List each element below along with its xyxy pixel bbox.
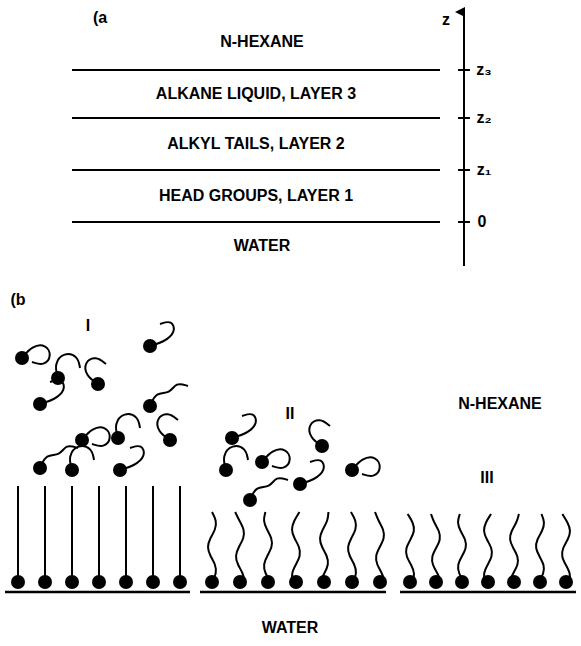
head-group (533, 575, 547, 589)
head-group (429, 575, 443, 589)
alkyl-tail (179, 486, 181, 582)
head-group (345, 463, 359, 477)
layer-label: HEAD GROUPS, LAYER 1 (157, 187, 355, 205)
alkyl-tail (44, 486, 46, 582)
water-surface (400, 591, 576, 594)
head-group (373, 575, 387, 589)
layer-band: ALKANE LIQUID, LAYER 3 (72, 70, 440, 118)
alkyl-tail (458, 514, 466, 582)
head-group (15, 351, 29, 365)
alkyl-tail (562, 514, 570, 582)
head-group (559, 575, 573, 589)
phase-label: N-HEXANE (220, 33, 304, 51)
alkyl-tail (264, 512, 272, 582)
alkyl-tail (235, 512, 245, 582)
head-group (345, 575, 359, 589)
tick-label: 0 (478, 213, 487, 231)
state-label: III (480, 469, 493, 487)
alkyl-tail (98, 486, 100, 582)
head-group (261, 575, 275, 589)
head-group (481, 575, 495, 589)
head-group (173, 575, 187, 589)
alkyl-tail (375, 512, 385, 582)
head-group (92, 575, 106, 589)
layer-label: ALKANE LIQUID, LAYER 3 (154, 85, 358, 103)
head-group (33, 397, 47, 411)
axis-tick (458, 221, 470, 223)
tick-label: z₃ (476, 61, 491, 79)
head-group (403, 575, 417, 589)
head-group (143, 399, 157, 413)
interface-line (72, 169, 440, 171)
interface-line (72, 117, 440, 119)
head-group (315, 439, 329, 453)
tick-label: z₂ (476, 109, 491, 127)
axis-tick (458, 117, 470, 119)
head-group (507, 575, 521, 589)
axis-tick (458, 169, 470, 171)
alkyl-tail (292, 512, 300, 582)
molecules (11, 322, 573, 589)
layer-label: ALKYL TAILS, LAYER 2 (165, 135, 347, 153)
head-group (11, 575, 25, 589)
alkyl-tail (17, 486, 19, 582)
alkyl-tail (536, 514, 544, 582)
interface-line (72, 221, 440, 223)
head-group (65, 463, 79, 477)
head-group (455, 575, 469, 589)
head-group (146, 575, 160, 589)
alkyl-tail (509, 514, 519, 582)
head-group (113, 463, 127, 477)
head-group (233, 575, 247, 589)
axis-line (463, 12, 465, 266)
layer-band: ALKYL TAILS, LAYER 2 (72, 118, 440, 170)
alkyl-tail (484, 514, 492, 582)
head-group (65, 575, 79, 589)
phase-label: WATER (262, 619, 319, 637)
phase-label: WATER (234, 237, 291, 255)
interface-lines (72, 70, 440, 222)
head-group (33, 461, 47, 475)
head-group (219, 463, 233, 477)
head-group (111, 431, 125, 445)
panel-label: (a (93, 9, 107, 27)
panel-label: (b (10, 291, 25, 309)
state-label: II (286, 405, 295, 423)
head-group (38, 575, 52, 589)
head-group (119, 575, 133, 589)
axis-label: z (442, 11, 450, 29)
alkyl-tail (125, 486, 127, 582)
axis-tick (458, 69, 470, 71)
z-axis (458, 12, 470, 266)
head-group (317, 575, 331, 589)
head-group (91, 377, 105, 391)
head-group (225, 431, 239, 445)
alkyl-tail (431, 514, 441, 582)
head-group (75, 433, 89, 447)
alkyl-tail (406, 514, 414, 582)
water-surfaces (5, 591, 576, 594)
head-group (255, 455, 269, 469)
head-group (163, 433, 177, 447)
head-group (243, 493, 257, 507)
tick-label: z₁ (477, 161, 492, 179)
water-surface (200, 591, 386, 594)
layer-band: HEAD GROUPS, LAYER 1 (72, 170, 440, 222)
head-group (293, 477, 307, 491)
head-group (205, 575, 219, 589)
water-surface (5, 591, 190, 594)
alkyl-tail (152, 486, 154, 582)
alkyl-tail (320, 512, 329, 582)
alkyl-tail (208, 512, 216, 582)
state-label: I (86, 317, 90, 335)
phase-label: N-HEXANE (458, 395, 542, 413)
alkyl-tail (71, 486, 73, 582)
alkyl-tail (348, 512, 356, 582)
head-group (289, 575, 303, 589)
interface-line (72, 69, 440, 71)
head-group (143, 339, 157, 353)
